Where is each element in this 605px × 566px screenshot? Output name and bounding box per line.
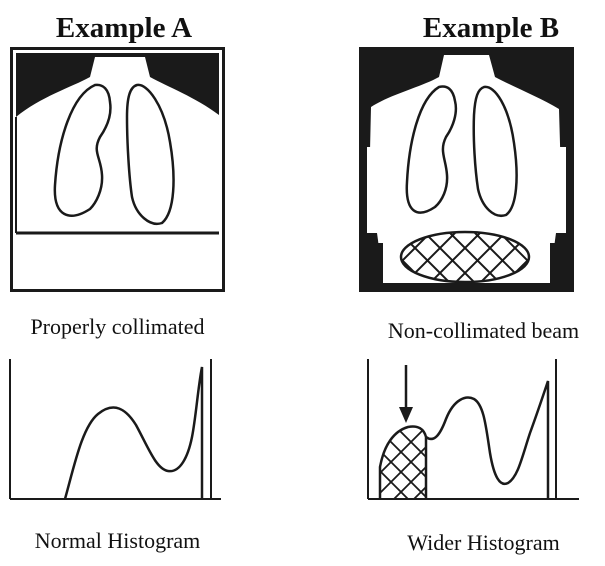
example-a-histogram-caption: Normal Histogram [0,528,235,554]
arrow-down-icon [399,365,413,423]
collimated-xray-panel [10,47,225,292]
normal-histogram [8,357,223,502]
example-a-xray-caption: Properly collimated [0,314,235,340]
wider-histogram [366,357,581,502]
non-collimated-xray-panel [359,47,574,292]
histogram-curve [65,367,202,499]
example-b-xray-caption: Non-collimated beam [362,318,605,344]
example-b-title: Example B [396,12,586,44]
abdomen-hump-region [366,417,496,502]
example-a-title: Example A [34,12,214,44]
histogram-curve [426,381,548,499]
example-b-histogram-caption: Wider Histogram [362,530,605,556]
